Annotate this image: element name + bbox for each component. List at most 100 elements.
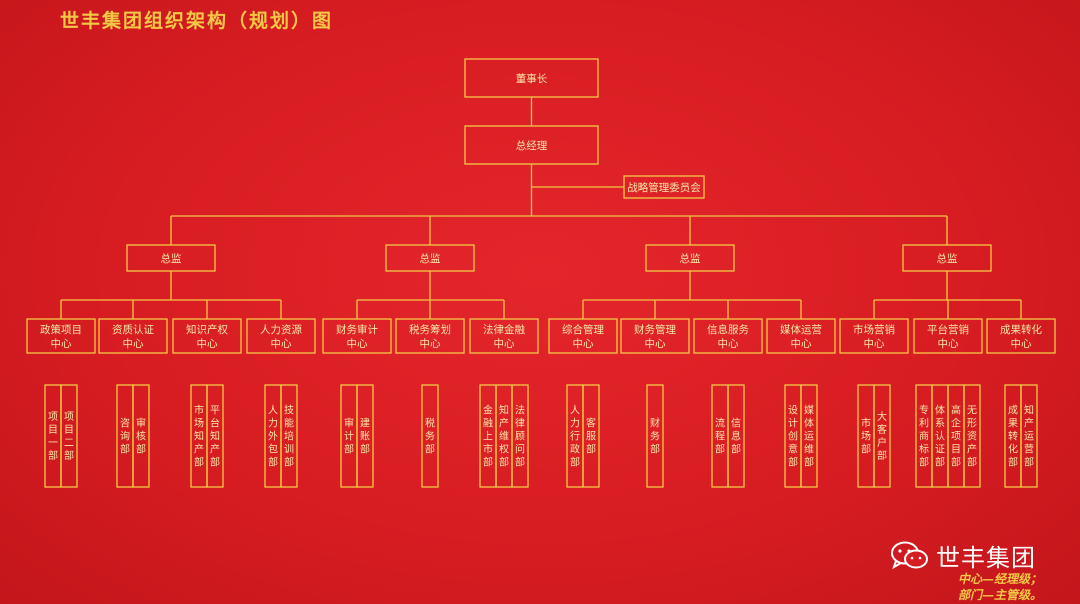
center-box	[839, 318, 909, 354]
dept-label: 审核部	[136, 417, 146, 456]
dept-label: 客服部	[586, 417, 596, 456]
dept-label: 平台知产部	[210, 406, 220, 469]
dept-label: 税务部	[425, 417, 435, 456]
center-name: 税务筹划	[409, 323, 451, 336]
gm-label: 总经理	[516, 139, 548, 152]
dept-box	[963, 384, 981, 488]
chart-title: 世丰集团组织架构（规划）图	[60, 10, 334, 32]
dept-box	[800, 384, 818, 488]
brand-watermark: 世丰集团	[890, 538, 1036, 573]
center-name: 成果转化	[1000, 323, 1042, 336]
center-name: 财务管理	[634, 323, 676, 336]
center-name: 知识产权	[186, 323, 228, 336]
center-suffix: 中心	[718, 337, 739, 350]
dept-label: 信息部	[731, 418, 741, 456]
dept-box	[132, 384, 150, 488]
dept-label: 项目一部	[48, 411, 58, 462]
center-suffix: 中心	[938, 337, 959, 350]
center-suffix: 中心	[197, 337, 218, 350]
dept-label: 知产维权部	[499, 404, 509, 469]
dept-box	[1020, 384, 1038, 488]
center-box	[766, 318, 836, 354]
center-box	[395, 318, 465, 354]
center-name: 财务审计	[336, 323, 378, 336]
center-name: 市场营销	[853, 323, 895, 336]
center-box	[469, 318, 539, 354]
dept-box	[873, 384, 891, 488]
center-name: 政策项目	[40, 323, 82, 336]
dept-label: 体系认证部	[935, 405, 945, 469]
dept-label: 市场部	[861, 417, 871, 456]
center-suffix: 中心	[645, 337, 666, 350]
center-box	[246, 318, 316, 354]
brand-name: 世丰集团	[936, 544, 1036, 572]
dept-label: 媒体运维部	[804, 405, 814, 469]
center-suffix: 中心	[123, 337, 144, 350]
dept-label: 技能培训部	[284, 404, 294, 469]
dept-label: 成果转化部	[1008, 405, 1018, 469]
dept-label: 金融上市部	[483, 404, 493, 469]
dept-label: 市场知产部	[194, 404, 204, 469]
dept-box	[727, 384, 745, 488]
dept-box	[356, 384, 374, 488]
center-suffix: 中心	[864, 337, 885, 350]
note-dept-level: 部门—主管级。	[958, 588, 1043, 602]
center-box	[172, 318, 242, 354]
dept-label: 无形资产部	[967, 406, 977, 469]
dept-label: 财务部	[650, 417, 660, 456]
center-suffix: 中心	[573, 337, 594, 350]
wechat-icon	[891, 541, 928, 569]
dept-box	[511, 384, 529, 488]
center-suffix: 中心	[791, 337, 812, 350]
center-name: 综合管理	[562, 323, 604, 336]
center-box	[322, 318, 392, 354]
dept-label: 审计部	[344, 417, 354, 456]
dept-box	[60, 384, 78, 488]
dept-box	[280, 384, 298, 488]
dept-label: 设计创意部	[788, 405, 798, 469]
dept-label: 项目二部	[64, 411, 74, 462]
center-name: 法律金融	[483, 323, 525, 336]
center-suffix: 中心	[51, 337, 72, 350]
director-label: 总监	[680, 252, 701, 265]
director-label: 总监	[420, 252, 441, 265]
center-box	[548, 318, 618, 354]
dept-label: 咨询部	[120, 417, 130, 456]
dept-label: 专利商标部	[919, 404, 929, 469]
dept-box	[206, 384, 224, 488]
center-name: 平台营销	[927, 323, 969, 336]
director-label: 总监	[161, 252, 182, 265]
dept-label: 人力外包部	[268, 405, 278, 469]
center-suffix: 中心	[494, 337, 515, 350]
center-suffix: 中心	[347, 337, 368, 350]
dept-label: 大客户部	[877, 410, 887, 462]
dept-label: 知产运营部	[1024, 404, 1034, 469]
dept-label: 流程部	[715, 417, 725, 456]
dept-label: 高企项目部	[951, 404, 961, 469]
dept-box	[646, 384, 664, 488]
center-name: 媒体运营	[780, 323, 822, 336]
center-box	[913, 318, 983, 354]
center-box	[98, 318, 168, 354]
committee-label: 战略管理委员会	[627, 181, 701, 194]
dept-box	[44, 384, 62, 488]
center-name: 资质认证	[112, 323, 154, 336]
dept-label: 建账部	[360, 417, 370, 456]
center-name: 信息服务	[707, 323, 749, 336]
dept-box	[421, 384, 439, 488]
center-box	[986, 318, 1056, 354]
center-box	[693, 318, 763, 354]
dept-label: 人力行政部	[570, 405, 580, 469]
dept-box	[582, 384, 600, 488]
center-box	[26, 318, 96, 354]
director-label: 总监	[937, 252, 958, 265]
committee-box	[623, 175, 705, 199]
center-suffix: 中心	[420, 337, 441, 350]
note-center-level: 中心—经理级；	[958, 572, 1043, 586]
dept-label: 法律顾问部	[515, 404, 525, 469]
center-suffix: 中心	[271, 337, 292, 350]
chairman-label: 董事长	[516, 72, 548, 85]
center-box	[620, 318, 690, 354]
center-suffix: 中心	[1011, 337, 1033, 350]
